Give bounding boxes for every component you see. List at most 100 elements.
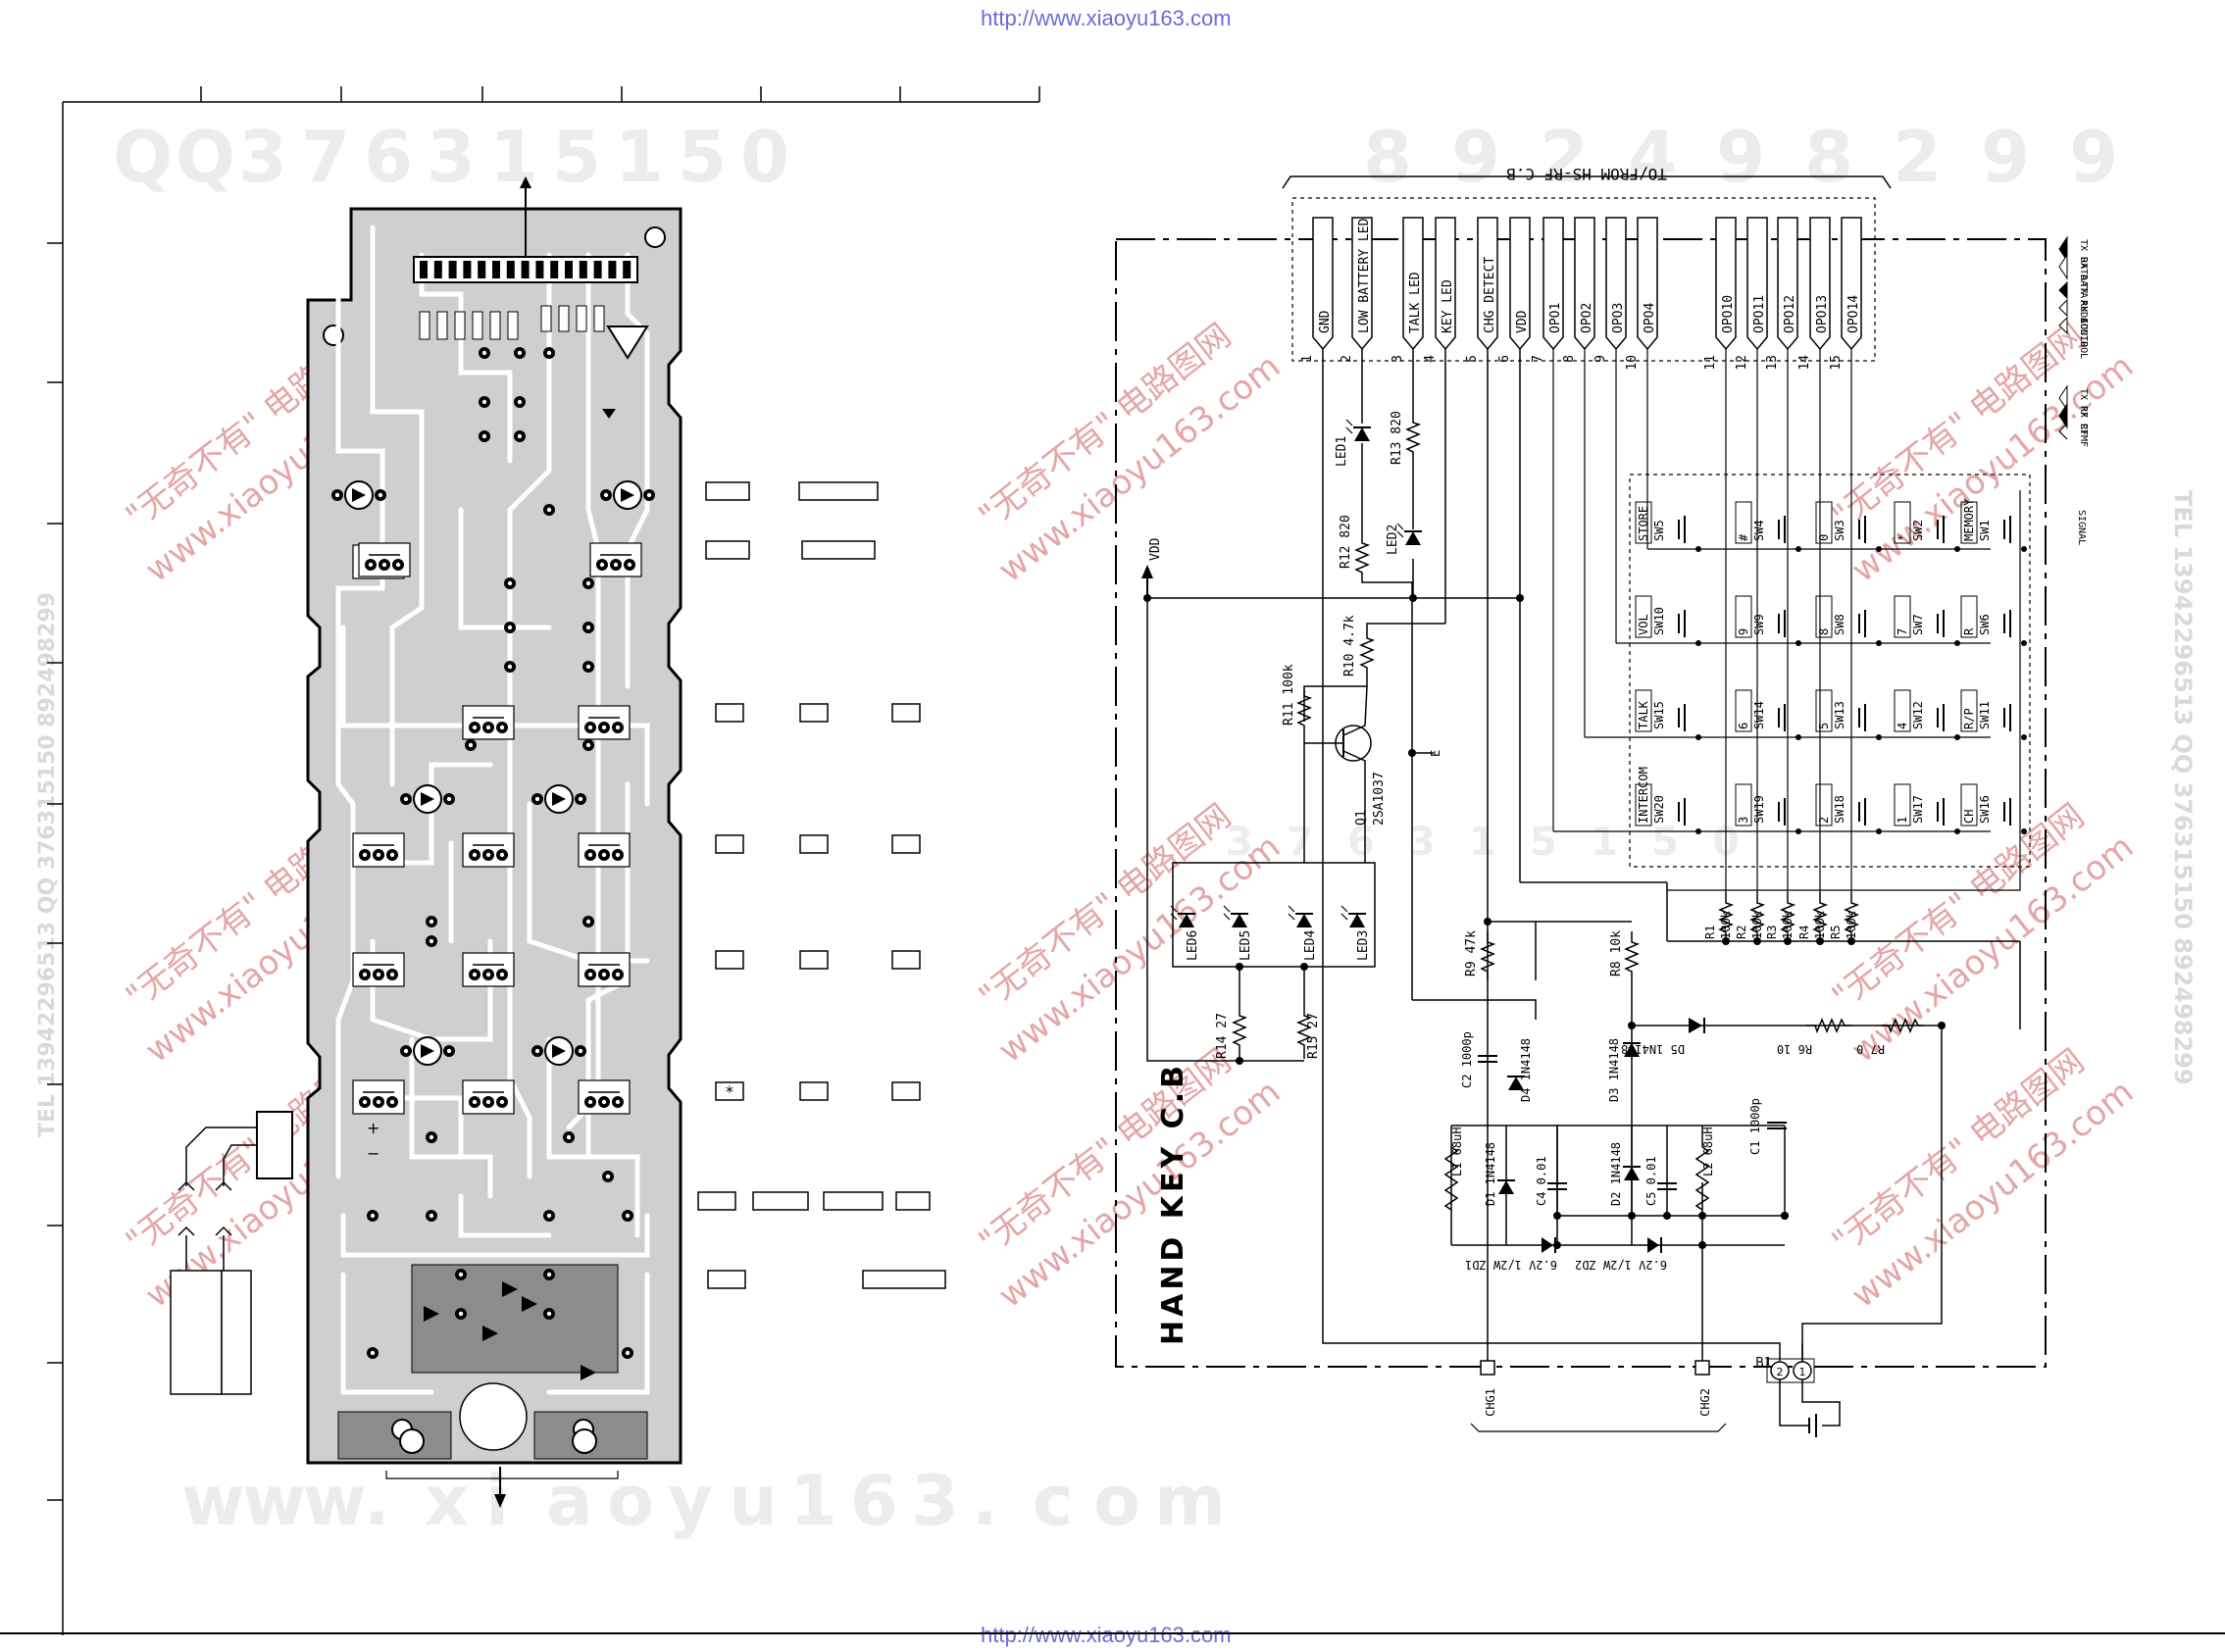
- pin-label: OPO3: [1611, 303, 1626, 333]
- connector-pin-11: [1715, 217, 1737, 351]
- key-label: 4: [1896, 723, 1909, 729]
- chg1-label: CHG1: [1484, 1388, 1497, 1417]
- pcb-pad-hole: [587, 852, 593, 858]
- pin-number: 14: [1797, 355, 1812, 371]
- r7-label: R7 0: [1856, 1042, 1885, 1056]
- watermark-url-top[interactable]: http://www.xiaoyu163.com: [981, 6, 1232, 30]
- pcb-trace: [546, 1036, 640, 1238]
- connector-pin-15: [1841, 217, 1862, 351]
- led-symbol: [1179, 914, 1194, 927]
- switch-ref: SW8: [1833, 614, 1846, 635]
- watermark-url-bottom[interactable]: http://www.xiaoyu163.com: [981, 1623, 1232, 1647]
- watermark-char: o: [1093, 1461, 1140, 1541]
- watermark-char: 7: [1287, 820, 1314, 865]
- pcb-pad-hole: [446, 1048, 452, 1054]
- pcb-key-label-box: [891, 703, 921, 723]
- r6-label: R6 10: [1777, 1042, 1812, 1056]
- led-arrow: [1396, 530, 1404, 538]
- watermark-char: 9: [2069, 116, 2118, 198]
- watermark-char: 8: [1804, 116, 1853, 198]
- pcb-key-label-box: [707, 1270, 746, 1289]
- watermark-char: a: [546, 1461, 592, 1541]
- pcb-trace: [340, 1272, 434, 1395]
- watermark-char: 1: [615, 116, 664, 198]
- pcb-key-label-boxes: *: [697, 481, 946, 1289]
- watermark-char: 7: [301, 116, 350, 198]
- resistor-r6: [1806, 1018, 1851, 1034]
- wire: [1303, 676, 1368, 722]
- resistor-r10: [1359, 627, 1376, 676]
- junction-dot: [1954, 640, 1960, 646]
- resistor-r5: [1844, 892, 1860, 941]
- d3-label: D3 1N4148: [1607, 1038, 1621, 1102]
- key-label-box: [1815, 501, 1833, 544]
- pcb-minus-label: −: [367, 1144, 379, 1163]
- led-bank-wire: [1172, 862, 1376, 968]
- pin-label: CHG DETECT: [1483, 257, 1497, 333]
- wire: [1412, 999, 1537, 1020]
- legend-symbol-rx-rf: [2058, 402, 2068, 429]
- r9-label: R9 47k: [1464, 930, 1479, 976]
- battery-wire: [185, 1126, 257, 1186]
- r11-label: R11 100k: [1282, 664, 1296, 726]
- pin-label: OPO12: [1783, 295, 1797, 333]
- junction-dot: [1695, 828, 1701, 834]
- key-label: 3: [1737, 817, 1750, 824]
- led-arrow: [1170, 913, 1178, 921]
- pcb-connector-pin: [608, 261, 617, 278]
- pcb-key-label-star: *: [726, 1082, 733, 1101]
- wire: [1779, 1379, 1809, 1427]
- pcb-bracket: [385, 1471, 619, 1479]
- pcb-pad-hole: [499, 1099, 505, 1105]
- legend-label: TX DATA: [2078, 239, 2089, 280]
- pcb-pad-hole: [507, 625, 513, 630]
- pcb-pad-hole: [499, 972, 505, 977]
- d5-label: D5 1N4148: [1621, 1042, 1685, 1056]
- resistor-r3: [1780, 892, 1796, 941]
- pcb-mount-hole: [644, 226, 666, 248]
- pcb-pad-hole: [376, 972, 381, 977]
- resistor-r1: [1718, 892, 1735, 941]
- pcb-trace: [458, 1193, 552, 1238]
- resistor-r15: [1296, 1000, 1313, 1059]
- watermark-char: o: [607, 1461, 654, 1541]
- pcb-connector-pin: [565, 261, 573, 278]
- pcb-pad-hole: [362, 1099, 368, 1105]
- pcb-pad-hole: [578, 796, 583, 802]
- pin-label: GND: [1318, 310, 1333, 333]
- c2-label: C2 1000p: [1460, 1031, 1474, 1088]
- watermark-char: 3: [427, 116, 476, 198]
- junction-dot: [1938, 1022, 1946, 1029]
- pcb-connector-pin: [448, 261, 457, 278]
- watermark-char: u: [729, 1461, 778, 1541]
- pcb-pad-hole: [585, 919, 591, 925]
- pcb-resistor-footprint: [489, 311, 501, 340]
- pcb-pad-hole: [517, 399, 523, 405]
- pcb-pad-hole: [615, 852, 621, 858]
- watermark-char: 8: [1363, 116, 1412, 198]
- pcb-switch-footprint: [352, 952, 405, 987]
- legend-label: CTMF: [2078, 424, 2089, 447]
- pcb-resistor-footprint: [472, 311, 483, 340]
- key-label-box: [1815, 689, 1833, 732]
- led-symbol: [1354, 427, 1370, 441]
- switch-ref: SW11: [1978, 701, 1992, 729]
- legend-symbol-ctmf: [2058, 423, 2068, 440]
- key-label: 0: [1817, 534, 1831, 541]
- led-arrow: [1288, 913, 1295, 921]
- wire: [1801, 1379, 1841, 1427]
- l2-label: L2 68uH: [1701, 1126, 1715, 1176]
- led-bank-label: LED5: [1239, 930, 1253, 961]
- pcb-diode-symbol: [581, 1365, 596, 1380]
- c4-label: C4 0.01: [1535, 1156, 1548, 1206]
- pcb-pad-hole: [370, 1350, 376, 1356]
- pin-label: OPO14: [1846, 295, 1861, 333]
- key-label: STORE: [1637, 506, 1650, 541]
- pcb-pad-hole: [376, 1099, 381, 1105]
- junction-dot: [2021, 734, 2027, 740]
- pcb-pad-hole: [429, 919, 434, 925]
- resistor-ref: R1: [1703, 926, 1717, 939]
- battery-pin-label: 1: [1799, 1366, 1806, 1378]
- connector-pin-9: [1605, 217, 1627, 351]
